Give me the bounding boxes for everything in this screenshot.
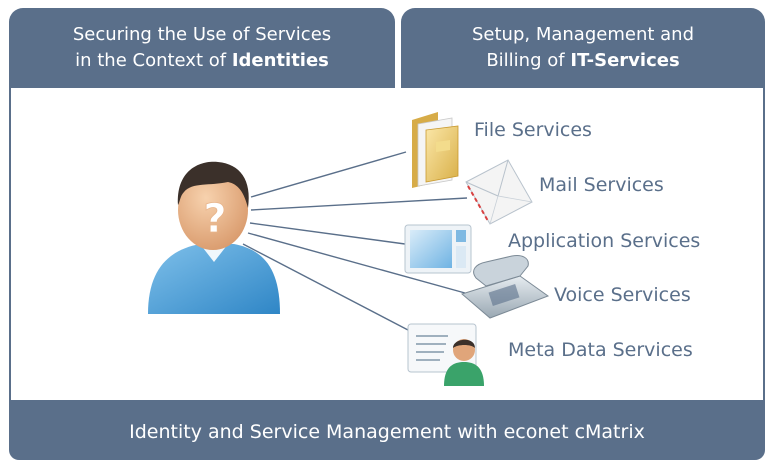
header-left-line2-prefix: in the Context of [75, 50, 232, 71]
service-label-file: File Services [474, 119, 592, 141]
main-panel [9, 88, 765, 400]
telephone-icon [460, 255, 550, 319]
header-right-line2-prefix: Billing of [486, 50, 571, 71]
connector-file-services [250, 151, 407, 198]
user-question-icon: ? [148, 161, 280, 314]
footer-label: Identity and Service Management with eco… [129, 421, 645, 443]
connector-mail-services [250, 197, 468, 211]
connector-application-services [249, 222, 406, 245]
envelope-icon [465, 159, 533, 225]
service-label-application: Application Services [508, 230, 701, 252]
header-left-line1: Securing the Use of Services [72, 24, 332, 45]
header-right-line2-bold: IT-Services [570, 50, 680, 71]
header-tab-identities: Securing the Use of Services in the Cont… [9, 8, 395, 88]
header-right-line1: Setup, Management and [472, 24, 694, 45]
service-label-mail: Mail Services [539, 174, 664, 196]
service-label-meta-data: Meta Data Services [508, 339, 693, 361]
header-tab-it-services: Setup, Management and Billing of IT-Serv… [401, 8, 765, 88]
contact-card-icon [407, 323, 484, 386]
footer-bar: Identity and Service Management with eco… [9, 400, 765, 460]
connector-meta-data-services [242, 243, 409, 331]
connector-voice-services [247, 232, 466, 294]
folder-icon [412, 112, 459, 188]
user-question-mark: ? [203, 196, 226, 242]
service-label-voice: Voice Services [554, 284, 691, 306]
application-window-icon [404, 224, 472, 274]
header-left-line2-bold: Identities [231, 50, 329, 71]
header-left-line2: in the Context of Identities [9, 48, 395, 74]
header-right-line2: Billing of IT-Services [401, 48, 765, 74]
